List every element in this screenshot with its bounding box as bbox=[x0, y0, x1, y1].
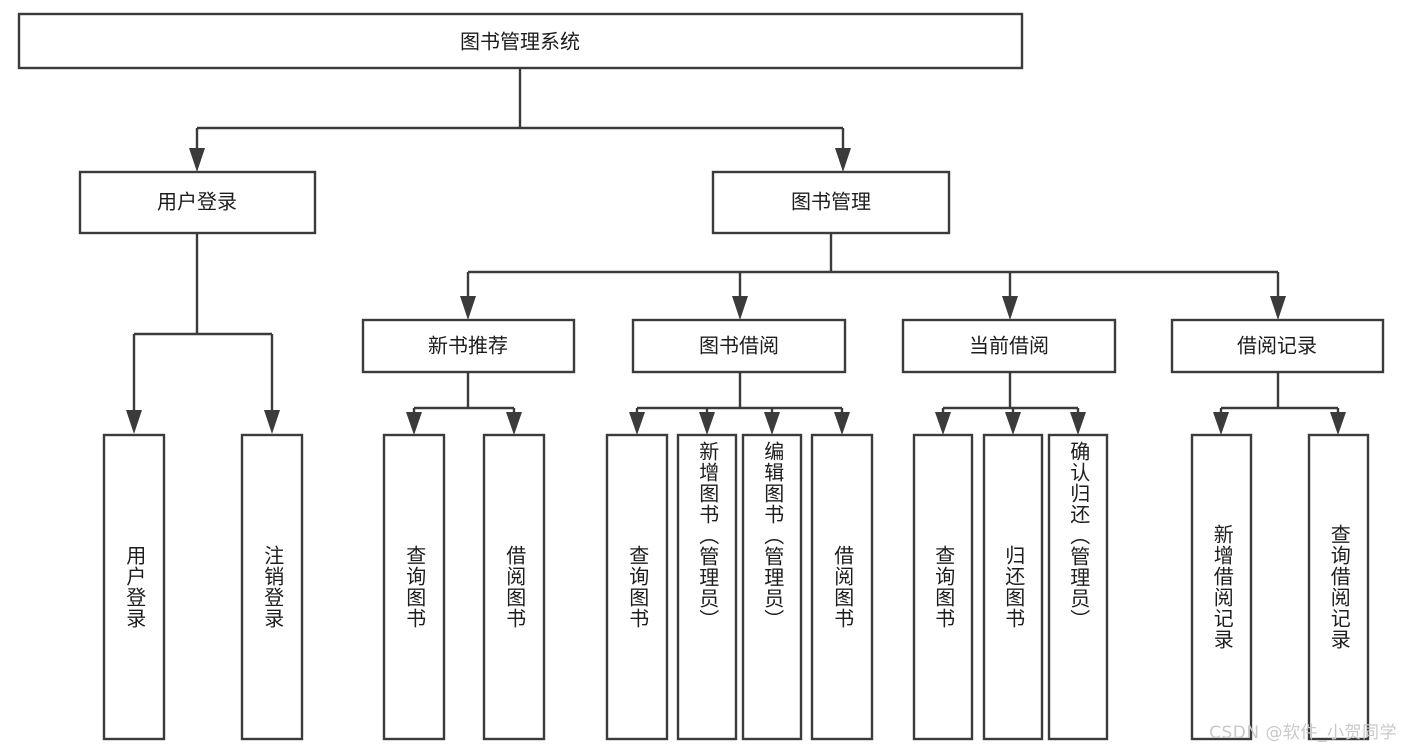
leaf-label-user-login: 用户登录 bbox=[122, 545, 147, 629]
arrow-bookmanage-to-newbook bbox=[460, 296, 476, 320]
node-borrow-record-label: 借阅记录 bbox=[1237, 334, 1317, 358]
arrow-record-leaf1 bbox=[1213, 412, 1229, 435]
watermark-text: CSDN @软件_小贺同学 bbox=[1209, 723, 1397, 743]
arrow-current-leaf2 bbox=[1005, 412, 1021, 435]
leaf-label-wrap-logout: 注销登录 bbox=[242, 435, 302, 739]
leaf-box-borrow-book-borrow[interactable] bbox=[810, 433, 874, 741]
leaf-label-wrap-borrow-book-borrow: 借阅图书 bbox=[812, 435, 872, 739]
leaf-label-wrap-query-book-current: 查询图书 bbox=[914, 435, 972, 739]
leaf-label-wrap-add-borrow-record: 新增借阅记录 bbox=[1192, 435, 1251, 739]
leaf-label-query-book-borrow: 查询图书 bbox=[625, 545, 650, 629]
leaf-box-user-login[interactable] bbox=[102, 433, 166, 741]
arrow-current-leaf3 bbox=[1070, 412, 1086, 435]
leaf-label-query-book-current: 查询图书 bbox=[931, 545, 956, 629]
leaf-box-query-book-borrow[interactable] bbox=[605, 433, 669, 741]
leaf-label-edit-book-admin: 编辑图书（管理员） bbox=[760, 441, 785, 630]
node-root[interactable] bbox=[17, 12, 1024, 70]
leaf-box-add-book-admin[interactable] bbox=[676, 433, 738, 741]
node-borrow-record[interactable] bbox=[1170, 318, 1385, 374]
leaf-label-add-book-admin: 新增图书（管理员） bbox=[695, 441, 720, 630]
leaf-box-confirm-return-admin[interactable] bbox=[1047, 433, 1109, 741]
node-book-borrow[interactable] bbox=[631, 318, 847, 374]
arrow-root-to-user-login bbox=[189, 148, 205, 172]
leaf-label-wrap-edit-book-admin: 编辑图书（管理员） bbox=[743, 441, 801, 739]
arrow-bookmanage-to-current bbox=[1002, 296, 1018, 320]
node-user-login[interactable] bbox=[78, 170, 317, 235]
leaf-label-logout: 注销登录 bbox=[260, 545, 285, 629]
arrow-borrow-leaf2 bbox=[699, 412, 715, 435]
leaf-box-query-book-newbook[interactable] bbox=[382, 433, 446, 741]
arrow-borrow-leaf4 bbox=[834, 412, 850, 435]
arrow-record-leaf2 bbox=[1330, 412, 1346, 435]
leaf-label-wrap-query-book-newbook: 查询图书 bbox=[384, 435, 444, 739]
leaf-label-wrap-confirm-return-admin: 确认归还（管理员） bbox=[1049, 441, 1107, 739]
leaf-box-logout[interactable] bbox=[240, 433, 304, 741]
leaf-label-confirm-return-admin: 确认归还（管理员） bbox=[1066, 441, 1091, 630]
leaf-label-add-borrow-record: 新增借阅记录 bbox=[1210, 524, 1235, 650]
arrow-borrow-leaf1 bbox=[629, 412, 645, 435]
node-current-borrow-label: 当前借阅 bbox=[969, 334, 1049, 358]
arrow-userlogin-leaf1 bbox=[126, 410, 142, 434]
node-current-borrow[interactable] bbox=[901, 318, 1117, 374]
leaf-label-wrap-return-book: 归还图书 bbox=[984, 435, 1042, 739]
node-book-manage[interactable] bbox=[711, 170, 951, 235]
node-root-label: 图书管理系统 bbox=[460, 30, 580, 54]
leaf-label-query-borrow-record: 查询借阅记录 bbox=[1327, 524, 1352, 650]
node-book-borrow-label: 图书借阅 bbox=[699, 334, 779, 358]
leaf-label-wrap-query-book-borrow: 查询图书 bbox=[607, 435, 667, 739]
arrow-userlogin-leaf2 bbox=[264, 410, 280, 434]
leaf-label-borrow-book-newbook: 借阅图书 bbox=[502, 545, 527, 629]
leaf-box-query-book-current[interactable] bbox=[912, 433, 974, 741]
leaf-label-query-book-newbook: 查询图书 bbox=[402, 545, 427, 629]
node-book-manage-label: 图书管理 bbox=[791, 190, 871, 214]
arrow-borrow-leaf3 bbox=[764, 412, 780, 435]
leaf-box-add-borrow-record[interactable] bbox=[1190, 433, 1253, 741]
arrow-root-to-book-manage bbox=[835, 148, 851, 172]
leaf-box-edit-book-admin[interactable] bbox=[741, 433, 803, 741]
leaf-box-query-borrow-record[interactable] bbox=[1307, 433, 1370, 741]
leaf-box-return-book[interactable] bbox=[982, 433, 1044, 741]
leaf-label-wrap-borrow-book-newbook: 借阅图书 bbox=[484, 435, 544, 739]
leaf-label-borrow-book-borrow: 借阅图书 bbox=[830, 545, 855, 629]
node-new-book-recommend[interactable] bbox=[361, 318, 576, 374]
arrow-bookmanage-to-record bbox=[1270, 296, 1286, 320]
leaf-label-wrap-user-login: 用户登录 bbox=[104, 435, 164, 739]
leaf-label-wrap-query-borrow-record: 查询借阅记录 bbox=[1309, 435, 1368, 739]
leaf-label-wrap-add-book-admin: 新增图书（管理员） bbox=[678, 441, 736, 739]
leaf-box-borrow-book-newbook[interactable] bbox=[482, 433, 546, 741]
node-user-login-label: 用户登录 bbox=[157, 190, 237, 214]
arrow-bookmanage-to-borrow bbox=[732, 296, 748, 320]
arrow-newbook-leaf1 bbox=[406, 412, 422, 435]
arrow-current-leaf1 bbox=[935, 412, 951, 435]
arrow-newbook-leaf2 bbox=[506, 412, 522, 435]
node-new-book-recommend-label: 新书推荐 bbox=[428, 334, 508, 358]
leaf-label-return-book: 归还图书 bbox=[1001, 545, 1026, 629]
